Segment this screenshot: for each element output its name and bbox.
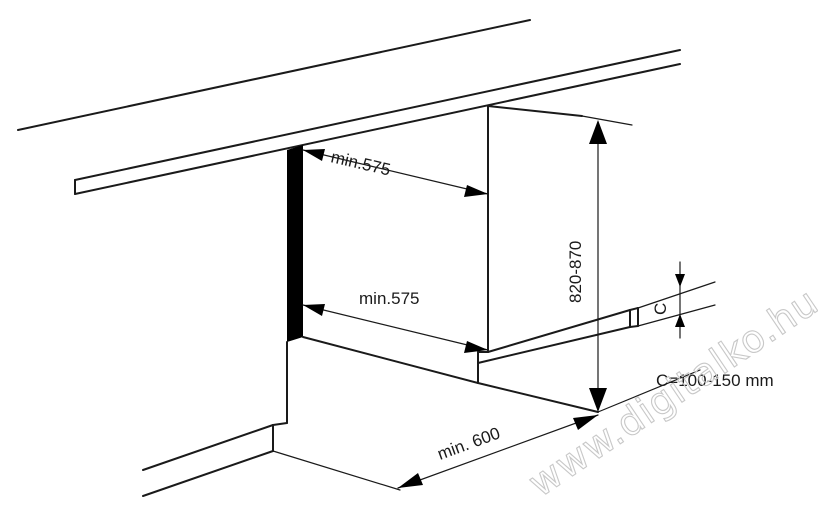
plinth-label: C [651, 303, 670, 315]
height-dimension [589, 120, 607, 412]
side-panel [287, 145, 303, 342]
plinth [477, 307, 639, 384]
floor [142, 422, 288, 497]
upper-width-dimension [302, 149, 489, 197]
plinth-dimension [675, 261, 685, 339]
lower-width-label: min.575 [359, 289, 419, 308]
worktop [17, 19, 681, 195]
lower-width-dimension [302, 304, 489, 353]
depth-dimension [397, 414, 599, 489]
appliance-panel [487, 105, 583, 353]
height-label: 820-870 [566, 241, 585, 303]
plinth-note: C=100-150 mm [656, 371, 774, 390]
depth-label: min. 600 [435, 424, 503, 464]
extension-lines [272, 115, 716, 491]
cabinet-structure [286, 336, 599, 424]
upper-width-label: min.575 [329, 147, 392, 179]
